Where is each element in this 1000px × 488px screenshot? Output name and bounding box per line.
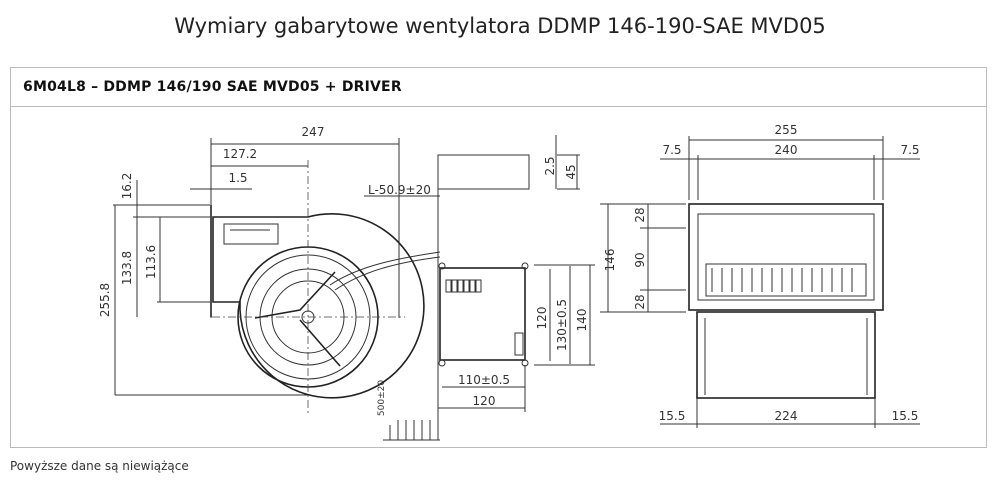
side-view: 247 127.2 1.5 16.2 133.8 113.6 255.8 L-5… (98, 125, 441, 441)
disclaimer-note: Powyższe dane są niewiążące (10, 459, 189, 473)
dim-gap: 2.5 (543, 156, 557, 175)
dim-box-width: 120 (473, 394, 496, 408)
dimension-drawing-panel: 6M04L8 – DDMP 146/190 SAE MVD05 + DRIVER (10, 67, 987, 448)
dim-mount-height: 120 (535, 307, 549, 330)
dim-front-height: 146 (603, 249, 617, 272)
page-title: Wymiary gabarytowe wentylatora DDMP 146-… (174, 14, 826, 38)
dim-to-axis: 127.2 (223, 147, 257, 161)
dim-foot-right: 15.5 (892, 409, 919, 423)
dim-total-height: 255.8 (98, 283, 112, 317)
dim-hole-spacing-v: 130±0.5 (555, 299, 569, 351)
dim-inner-width: 240 (775, 143, 798, 157)
dim-inlet-height: 90 (633, 252, 647, 267)
dim-width-total: 247 (302, 125, 325, 139)
front-view: 255 7.5 240 7.5 28 146 90 28 15.5 224 15… (600, 123, 920, 428)
dim-hole-spacing-h: 110±0.5 (458, 373, 510, 387)
dim-margin-left: 7.5 (662, 143, 681, 157)
dim-top-margin: 28 (633, 207, 647, 222)
dim-bottom-margin: 28 (633, 294, 647, 309)
dim-foot-left: 15.5 (659, 409, 686, 423)
dim-depth: 45 (564, 164, 578, 179)
dim-cable-length: 500±20 (377, 380, 387, 416)
dim-outlet-height: 113.6 (144, 245, 158, 279)
dim-box-height: 140 (575, 309, 589, 332)
panel-header: 6M04L8 – DDMP 146/190 SAE MVD05 + DRIVER (11, 68, 986, 107)
dim-front-width-total: 255 (775, 123, 798, 137)
driver-view: 2.5 45 120 130±0.5 140 110±0.5 120 (437, 135, 595, 440)
dim-margin-right: 7.5 (900, 143, 919, 157)
dim-foot-width: 224 (775, 409, 798, 423)
dim-axis-height: 133.8 (120, 251, 134, 285)
model-heading: 6M04L8 – DDMP 146/190 SAE MVD05 + DRIVER (23, 79, 402, 95)
dim-cable-offset: L-50.9±20 (368, 183, 431, 197)
dim-flange: 1.5 (228, 171, 247, 185)
dim-top-offset: 16.2 (120, 173, 134, 200)
